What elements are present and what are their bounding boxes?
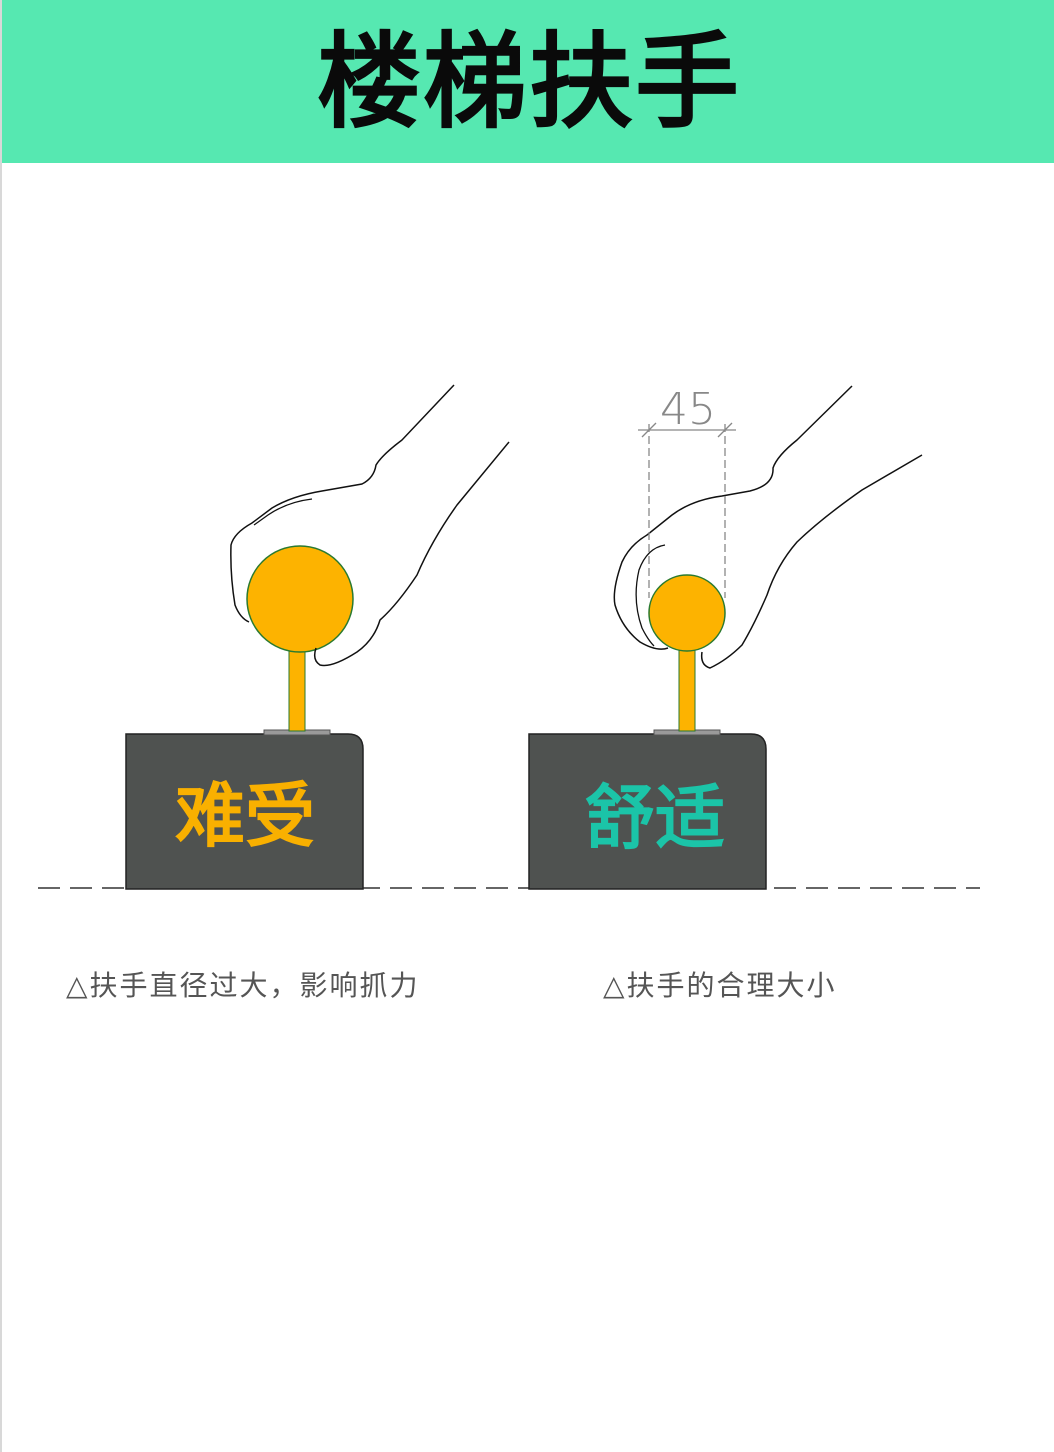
left-caption: △扶手直径过大，影响抓力 [66, 969, 420, 1002]
header-banner: 楼梯扶手 [2, 0, 1054, 163]
left-label: 难受 [175, 775, 315, 857]
left-figure: 难受 [125, 384, 510, 890]
dimension-value: 45 [660, 384, 716, 435]
right-hand-upper [613, 385, 853, 650]
page-title: 楼梯扶手 [316, 20, 741, 143]
right-label: 舒适 [585, 777, 725, 859]
right-base-block [528, 733, 767, 890]
right-hand-finger [635, 544, 666, 647]
left-stem [288, 647, 306, 732]
right-figure: 45 舒适 [528, 384, 923, 890]
right-caption: △扶手的合理大小 [603, 969, 837, 1002]
right-hand-lower [700, 454, 923, 669]
left-hand-finger [253, 498, 313, 526]
left-hand-upper [230, 384, 455, 623]
left-base-block [125, 733, 364, 890]
right-handrail-ball [648, 574, 726, 652]
left-handrail-ball [246, 545, 354, 653]
right-stem [678, 647, 696, 732]
left-hand-lower [313, 441, 510, 667]
dimension-marker [638, 422, 736, 598]
